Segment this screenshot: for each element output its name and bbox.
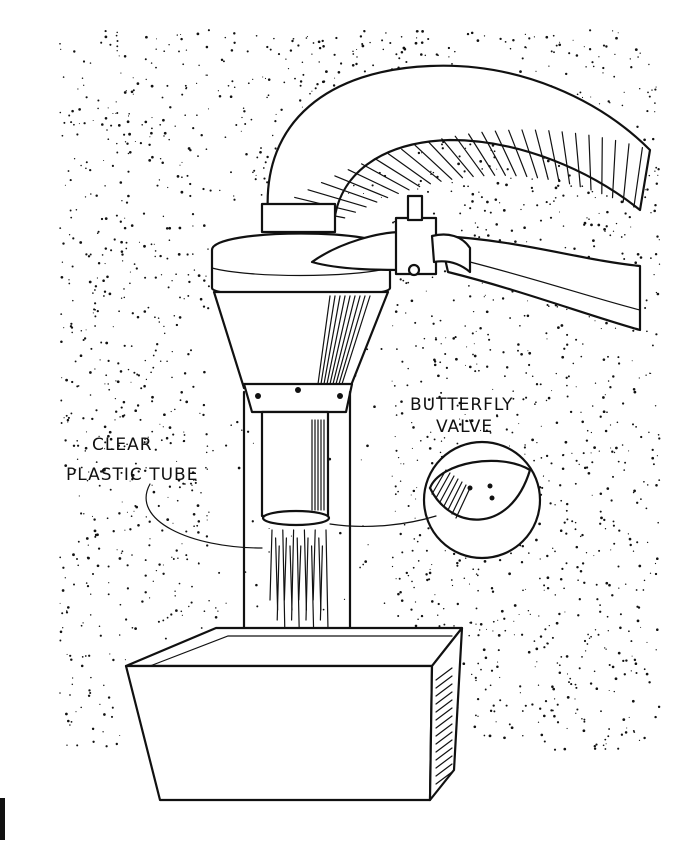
valve-leader-line (329, 515, 437, 528)
valve-label-line-2: VALVE (436, 417, 493, 437)
page-edge-mark (0, 798, 5, 840)
valve-label-line-1: BUTTERFLY (410, 395, 514, 415)
flexible-hose (266, 64, 652, 226)
collection-bin (124, 626, 464, 802)
tube-label-line-1: CLEAR (92, 435, 153, 455)
butterfly-valve-detail (422, 440, 542, 560)
tube-label-line-2: PLASTIC TUBE (66, 465, 198, 485)
tube-leader-line (145, 483, 263, 549)
cyclone-separator (210, 202, 392, 414)
clear-plastic-tube (242, 390, 352, 642)
inlet-pipe (310, 194, 642, 332)
